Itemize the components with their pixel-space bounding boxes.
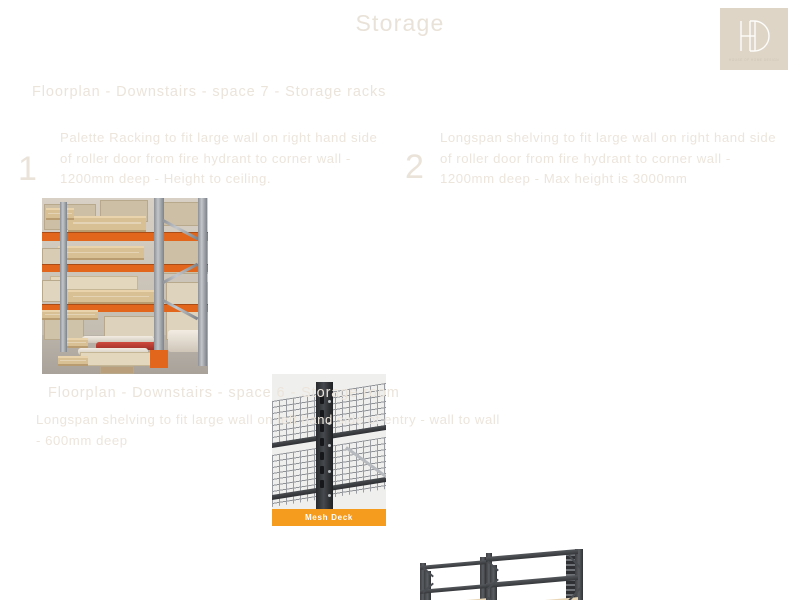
brand-logo: HOUSE OF HOME DESIGN (720, 8, 788, 70)
mesh-deck-caption-1: Mesh Deck (272, 509, 386, 526)
item-number-2: 2 (405, 148, 424, 186)
floorplan-heading-space-6: Floorplan - Downstairs - space 6 - Stora… (48, 385, 400, 401)
floorplan-heading-space-7: Floorplan - Downstairs - space 7 - Stora… (32, 84, 387, 100)
item-number-1: 1 (18, 150, 37, 188)
image-warehouse-pallet-racking (42, 198, 208, 374)
logo-tagline: HOUSE OF HOME DESIGN (728, 57, 780, 62)
hd-monogram-icon (734, 17, 774, 55)
image-mesh-deck-1: Mesh Deck (272, 374, 386, 526)
image-longspan-shelving-1 (398, 543, 598, 600)
item-description-1: Palette Racking to fit large wall on rig… (60, 130, 378, 186)
item-description-3: Longspan shelving to fit large wall on l… (36, 412, 500, 448)
item-description-2: Longspan shelving to fit large wall on r… (440, 130, 777, 186)
page-title: Storage (355, 10, 445, 36)
